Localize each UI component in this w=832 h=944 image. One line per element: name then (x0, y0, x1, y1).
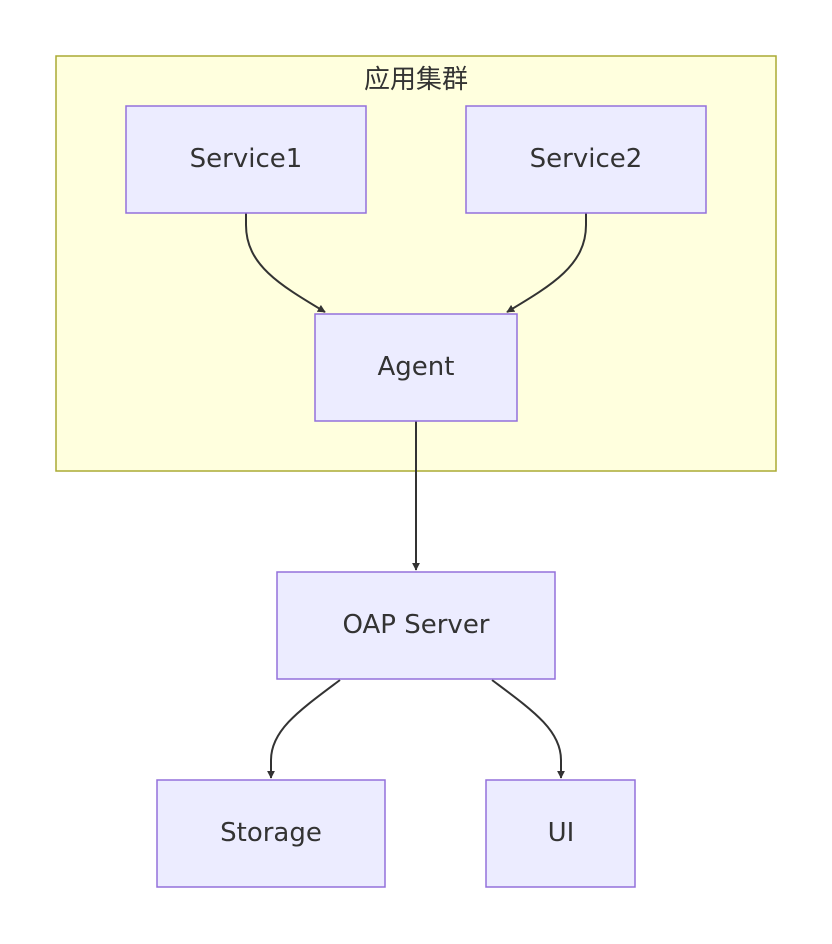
node-service1[interactable]: Service1 (125, 105, 367, 214)
node-label: Service1 (190, 144, 303, 174)
edges (245, 213, 587, 779)
node-agent[interactable]: Agent (314, 313, 518, 422)
node-storage[interactable]: Storage (156, 779, 386, 888)
edge-service2-agent (506, 213, 587, 313)
node-label: UI (548, 818, 575, 848)
node-ui[interactable]: UI (485, 779, 636, 888)
node-oap-server[interactable]: OAP Server (276, 571, 556, 680)
node-label: OAP Server (343, 610, 490, 640)
node-label: Storage (220, 818, 322, 848)
cluster-title: 应用集群 (364, 65, 468, 95)
node-label: Service2 (530, 144, 643, 174)
node-service2[interactable]: Service2 (465, 105, 707, 214)
edge-oap-storage (267, 679, 341, 779)
edge-service1-agent (245, 213, 326, 313)
node-label: Agent (378, 352, 455, 382)
edge-oap-ui (491, 679, 565, 779)
